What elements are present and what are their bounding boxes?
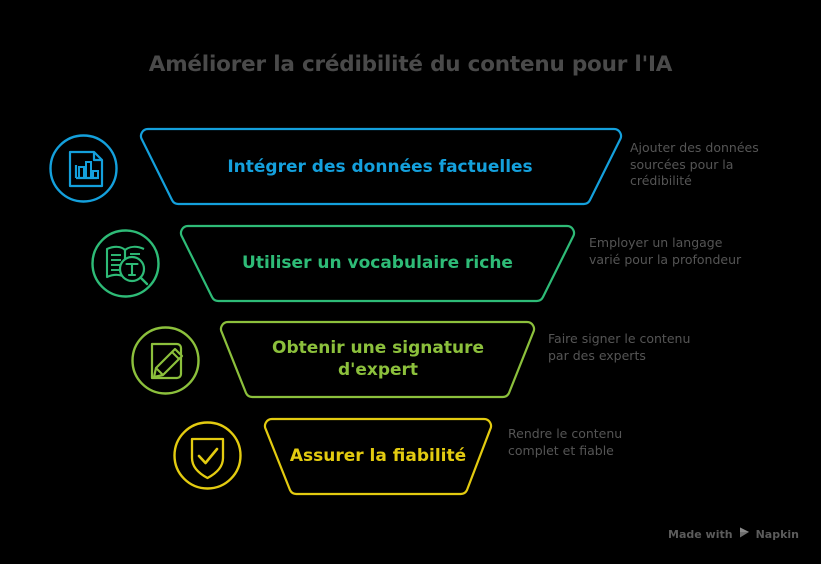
stage-1-shape bbox=[139, 127, 623, 206]
stage-3-shape bbox=[219, 320, 536, 399]
watermark-brand: Napkin bbox=[755, 527, 799, 541]
stage-4-shape bbox=[263, 417, 493, 496]
stage-4-label: Assurer la fiabilité bbox=[289, 446, 467, 466]
stage-2-note: Employer un langage varié pour la profon… bbox=[589, 235, 742, 267]
stage-4-note: Rendre le contenu complet et fiable bbox=[508, 426, 623, 458]
stage-1-note: Ajouter des données sourcées pour la cré… bbox=[630, 140, 759, 188]
stage-2-label: Utiliser un vocabulaire riche bbox=[242, 253, 513, 273]
stage-3-note: Faire signer le contenu par des experts bbox=[548, 331, 691, 363]
stage-2-icon-book-magnifier-text-icon bbox=[90, 228, 161, 299]
napkin-watermark[interactable]: Made with Napkin bbox=[668, 526, 799, 542]
stage-2-shape bbox=[179, 224, 576, 303]
napkin-play-logo-icon bbox=[738, 526, 751, 542]
watermark-text: Made with bbox=[668, 527, 733, 541]
stage-3-icon-document-pen-signature-icon bbox=[130, 325, 201, 396]
stage-1-icon-document-bar-chart-icon bbox=[48, 133, 119, 204]
stage-1-label: Intégrer des données factuelles bbox=[227, 157, 533, 177]
stage-4-icon-shield-check-icon bbox=[172, 420, 243, 491]
page-title: Améliorer la crédibilité du contenu pour… bbox=[148, 52, 673, 77]
stage-3-label: Obtenir une signature d'expert bbox=[272, 338, 484, 380]
